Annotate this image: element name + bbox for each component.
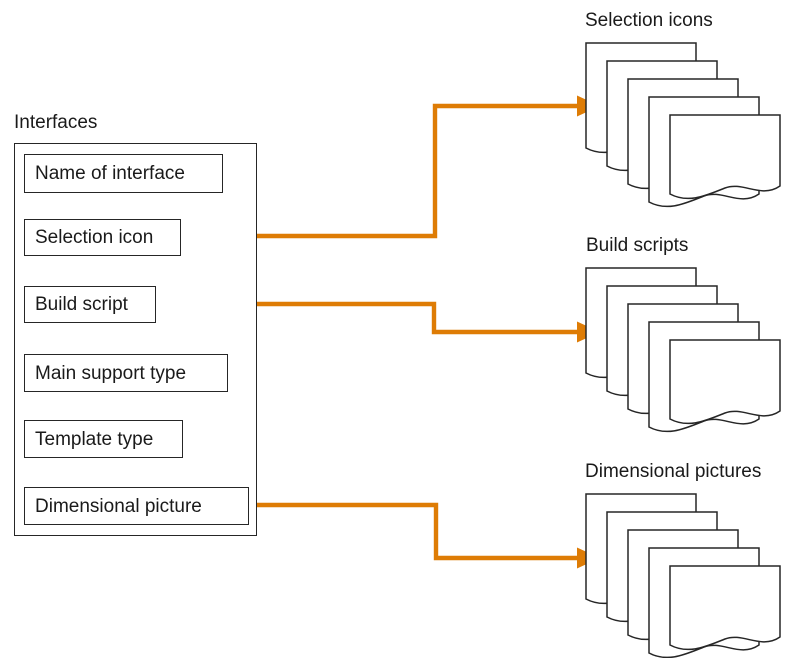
document-sheet-front (669, 114, 781, 200)
document-stack-build-scripts (585, 267, 781, 433)
attribute-label: Main support type (35, 362, 187, 384)
attribute-box-selection-icon[interactable]: Selection icon (24, 219, 181, 256)
entity-title-interfaces: Interfaces (14, 112, 98, 133)
stack-title-dimensional-pictures: Dimensional pictures (585, 461, 762, 482)
stack-title-build-scripts: Build scripts (586, 235, 689, 256)
document-stack-dimensional-pictures (585, 493, 781, 658)
attribute-label: Name of interface (35, 163, 185, 184)
attribute-box-build-script[interactable]: Build script (24, 286, 156, 323)
attribute-label: Template type (35, 428, 154, 450)
entity-box-interfaces[interactable] (14, 143, 257, 536)
attribute-box-template-type[interactable]: Template type (24, 420, 183, 458)
connector-selection-icon (180, 95, 600, 239)
attribute-label: Selection icon (35, 227, 154, 248)
connector-build-script (155, 301, 600, 343)
attribute-label: Build script (35, 294, 128, 315)
attribute-box-main-support-type[interactable]: Main support type (24, 354, 228, 392)
document-sheet-front (669, 565, 781, 651)
connector-dimensional-picture (248, 502, 600, 569)
stack-title-selection-icons: Selection icons (585, 10, 713, 31)
document-stack-selection-icons (585, 42, 781, 208)
attribute-label: Dimensional picture (35, 495, 202, 517)
attribute-box-name-of-interface[interactable]: Name of interface (24, 154, 223, 193)
document-sheet-front (669, 339, 781, 425)
attribute-box-dimensional-picture[interactable]: Dimensional picture (24, 487, 249, 525)
